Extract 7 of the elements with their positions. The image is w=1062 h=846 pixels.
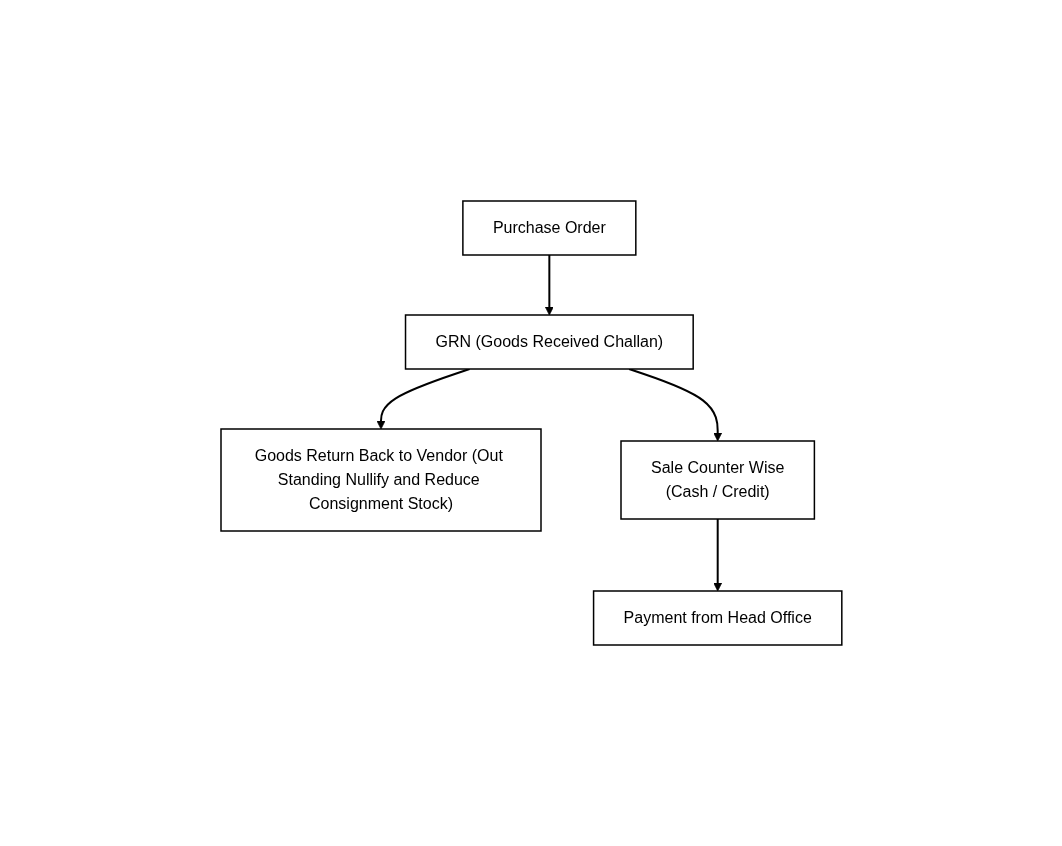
node-box: Purchase Order: [461, 200, 637, 256]
node-box: GRN (Goods Received Challan): [404, 314, 694, 370]
node-box: Payment from Head Office: [592, 590, 843, 646]
node-box: Sale Counter Wise (Cash / Credit): [619, 440, 815, 520]
arrow: [712, 518, 722, 592]
node-box: Goods Return Back to Vendor (Out Standing Nullify and Reduce Consignment Stock): [219, 428, 542, 532]
arrow: [544, 254, 554, 316]
